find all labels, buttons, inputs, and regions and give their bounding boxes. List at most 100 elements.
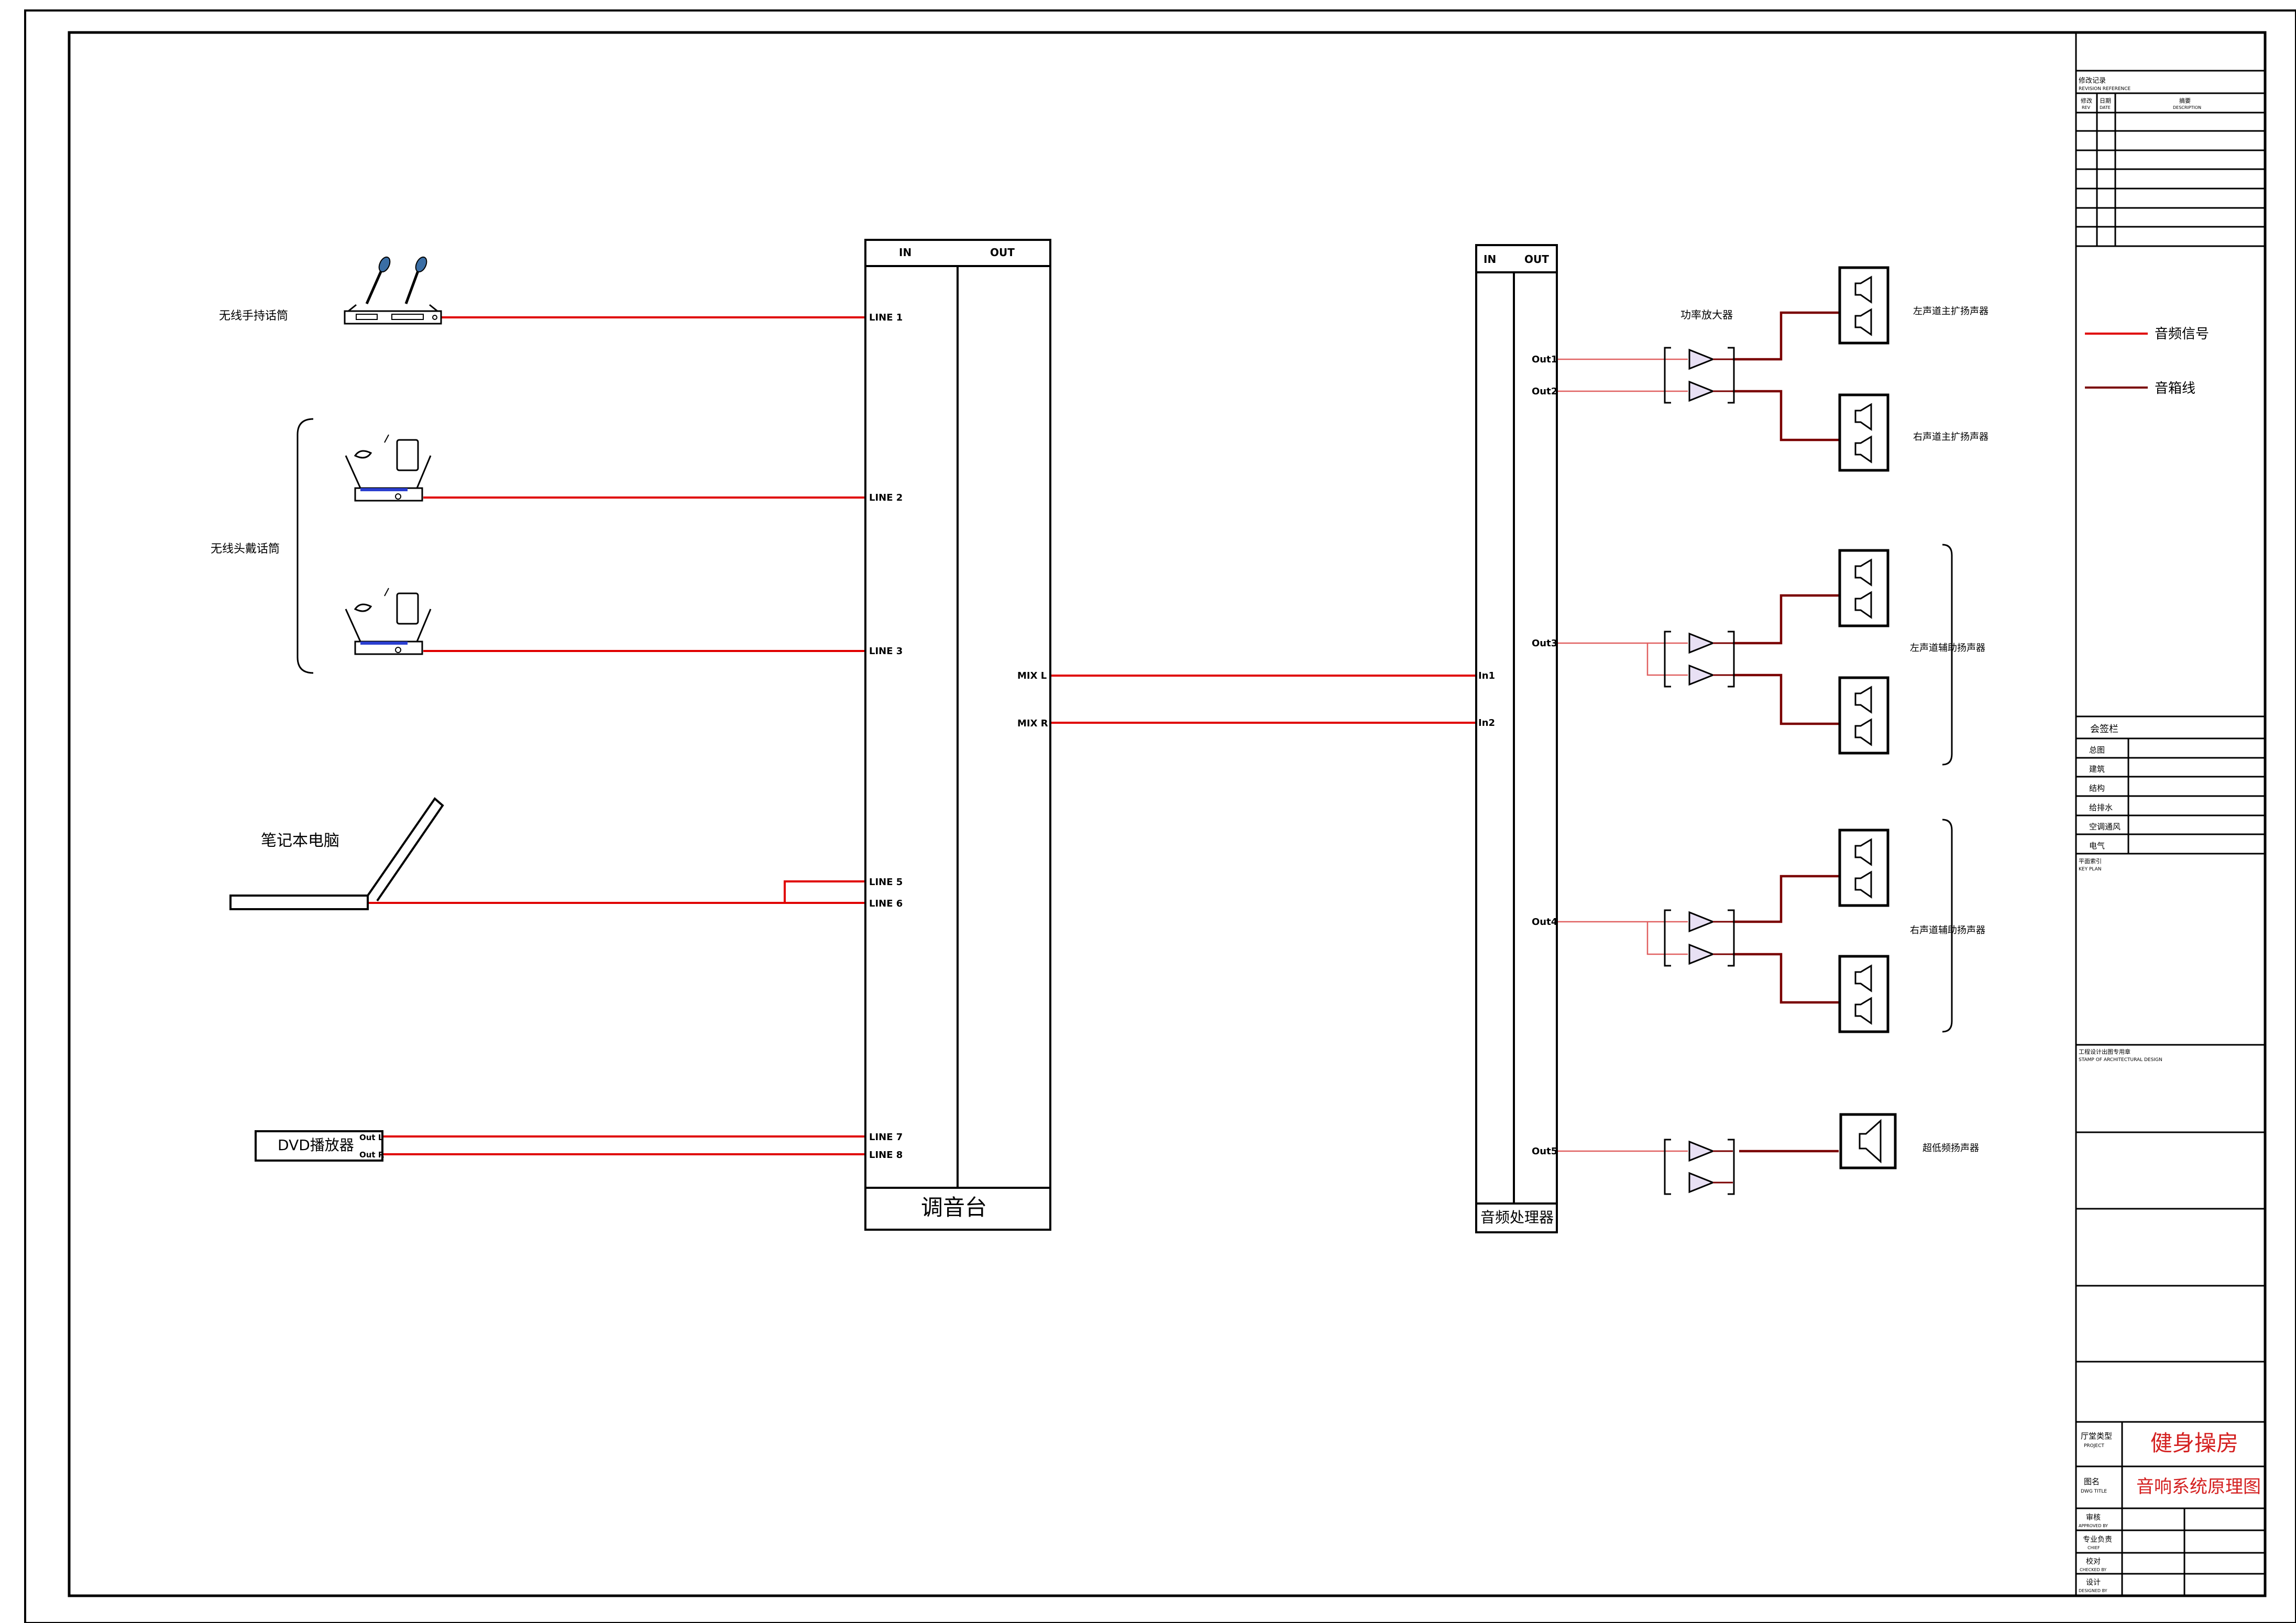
processor-in1: In1	[1478, 670, 1495, 681]
mixer-line-8: LINE 8	[869, 1150, 903, 1161]
signal-wires	[367, 316, 1476, 1155]
signoff-row-label: 总图	[2089, 745, 2105, 755]
legend-cable-text: 音箱线	[2155, 381, 2195, 396]
speaker-cabinet-icon	[1838, 829, 1889, 907]
project-name: 健身操房	[2150, 1430, 2238, 1456]
drawing-label: 图名	[2084, 1477, 2100, 1486]
inner-frame	[68, 31, 2267, 1597]
processor-out-wires	[1557, 358, 1688, 1152]
mixer-name: 调音台	[921, 1195, 987, 1220]
signoff-row-label: 给排水	[2089, 803, 2113, 812]
checked-label-en: CHECKED BY	[2080, 1567, 2106, 1572]
left-aux-brace	[1942, 544, 1953, 766]
amplifier-unit	[1664, 347, 1735, 404]
amplifier-icon	[1688, 664, 1716, 686]
stamp-label-en: STAMP OF ARCHITECTURAL DESIGN	[2079, 1057, 2162, 1063]
title-block	[2075, 32, 2265, 1596]
designed-label-en: DESIGNED BY	[2079, 1588, 2107, 1593]
legend-audio-text: 音频信号	[2155, 326, 2209, 342]
rev-date: 日期	[2100, 97, 2111, 104]
stamp-label: 工程设计出图专用章	[2079, 1048, 2130, 1055]
handheld-mic-receiver	[344, 256, 442, 325]
speaker-cabinet-icon	[1838, 266, 1889, 345]
amplifier-unit	[1664, 631, 1735, 688]
headset-icon	[354, 603, 372, 612]
speaker-cables	[1733, 311, 1839, 1153]
processor-out-label: OUT	[1524, 253, 1549, 266]
mixer-line-2: LINE 2	[869, 492, 903, 503]
signoff-row-label: 建筑	[2089, 765, 2105, 774]
rev-desc-en: DESCRIPTION	[2173, 105, 2201, 110]
wire-line5	[784, 880, 865, 903]
chief-label: 专业负责	[2083, 1536, 2112, 1544]
processor-out3: Out3	[1532, 638, 1557, 649]
revision-title-en: REVISION REFERENCE	[2079, 86, 2131, 92]
processor-out2: Out2	[1532, 386, 1557, 397]
mixer-mix-l: MIX L	[1017, 670, 1047, 681]
speaker-cabinet-icon	[1838, 393, 1889, 472]
rev-no-en: REV	[2082, 105, 2091, 110]
chief-label-en: CHIEF	[2088, 1545, 2100, 1550]
processor-in2: In2	[1478, 717, 1495, 728]
speaker-cabinet-icon	[1838, 955, 1889, 1033]
rev-date-en: DATE	[2100, 105, 2111, 110]
drawing-title: 音响系统原理图	[2136, 1476, 2261, 1497]
dvd-out-r: Out R	[359, 1150, 385, 1160]
approved-label: 审核	[2086, 1514, 2101, 1522]
key-plan-en: KEY PLAN	[2079, 867, 2101, 872]
headset-icon	[354, 450, 372, 459]
subwoofer-icon	[1839, 1113, 1897, 1169]
processor-out5: Out5	[1532, 1146, 1557, 1157]
speakers	[1838, 266, 1897, 1169]
mixer-line-7: LINE 7	[869, 1132, 903, 1143]
dvd-player-box	[255, 1130, 383, 1162]
processor-name: 音频处理器	[1480, 1209, 1554, 1226]
mixer-mix-r: MIX R	[1017, 718, 1048, 729]
designed-label: 设计	[2086, 1578, 2101, 1587]
signoff-row-label: 电气	[2089, 841, 2105, 851]
mixer-line-5: LINE 5	[869, 877, 903, 888]
amplifier-icon	[1688, 348, 1716, 370]
checked-label: 校对	[2086, 1557, 2101, 1566]
processor-out4: Out4	[1532, 917, 1557, 928]
amplifier-icon	[1688, 911, 1716, 933]
speaker-right-aux-label: 右声道辅助扬声器	[1910, 925, 1985, 936]
mixer-in-label: IN	[899, 246, 911, 259]
speaker-cabinet-icon	[1838, 676, 1889, 755]
speaker-right-main-label: 右声道主扩扬声器	[1913, 432, 1989, 443]
amplifier-icon	[1688, 632, 1716, 654]
processor-in-label: IN	[1484, 253, 1496, 266]
key-plan: 平面索引	[2079, 857, 2102, 865]
signoff-row-label: 结构	[2089, 783, 2105, 793]
microphone-icon	[365, 256, 391, 305]
rev-no: 修改	[2081, 97, 2092, 104]
laptop-icon	[229, 797, 444, 910]
project-label: 厅堂类型	[2081, 1431, 2112, 1441]
speaker-left-aux-label: 左声道辅助扬声器	[1910, 643, 1985, 654]
right-aux-brace	[1942, 819, 1953, 1033]
amplifier-icon	[1688, 943, 1716, 965]
headset-mic-receiver-2	[345, 588, 432, 655]
outer-frame	[24, 9, 2296, 1623]
headset-mic-label: 无线头戴话筒	[211, 543, 280, 556]
dvd-out-l: Out L	[359, 1133, 383, 1142]
revision-title: 修改记录	[2079, 77, 2106, 85]
handheld-mic-label: 无线手持话筒	[219, 310, 288, 323]
project-label-en: PROJECT	[2084, 1443, 2104, 1449]
microphone-icon	[404, 256, 427, 304]
amplifier-icon	[1688, 380, 1716, 402]
bodypack-icon	[396, 592, 419, 625]
dvd-label: DVD播放器	[278, 1136, 354, 1154]
signoff-row-label: 空调通风	[2089, 822, 2121, 831]
bodypack-icon	[396, 439, 419, 471]
processor-out1: Out1	[1532, 354, 1557, 365]
amplifier-icon	[1688, 1172, 1716, 1194]
mixer-out-label: OUT	[990, 246, 1015, 259]
speaker-left-main-label: 左声道主扩扬声器	[1913, 306, 1989, 317]
drawing-label-en: DWG TITLE	[2081, 1489, 2107, 1494]
amplifiers	[1664, 347, 1735, 1195]
laptop-label: 笔记本电脑	[261, 832, 339, 850]
headset-mic-receiver-1	[345, 434, 432, 502]
processor-box	[1475, 244, 1558, 1233]
